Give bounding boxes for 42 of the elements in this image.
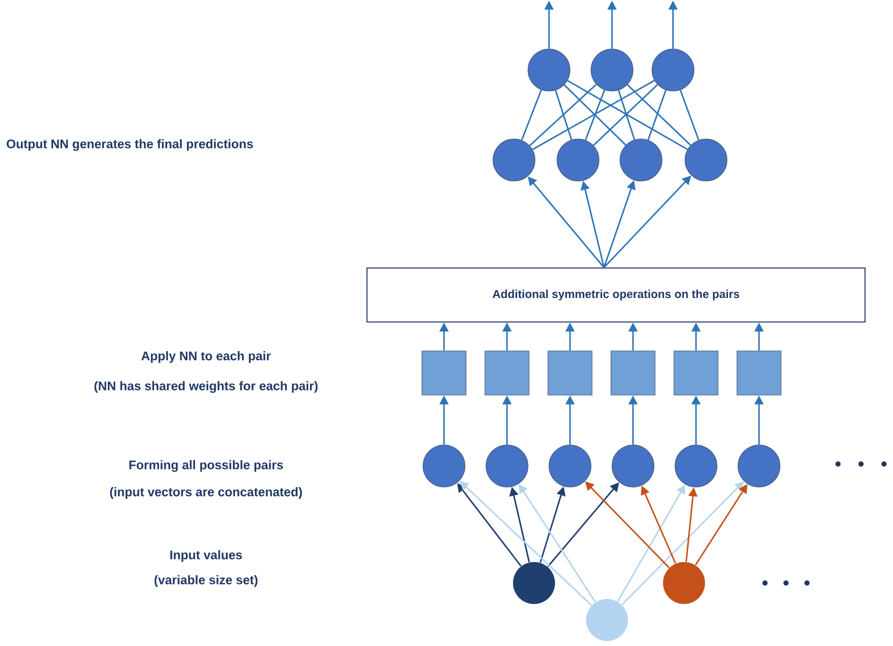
connection-line bbox=[521, 90, 542, 140]
connection-line bbox=[584, 90, 606, 140]
neuron-circle bbox=[548, 444, 592, 488]
neuron-circle bbox=[513, 562, 555, 604]
neuron-circle bbox=[620, 138, 662, 182]
connection-line bbox=[529, 84, 597, 146]
connection-line bbox=[564, 84, 626, 146]
neuron-circle bbox=[684, 138, 728, 182]
side-label: Output NN generates the final predictions bbox=[6, 139, 253, 151]
connection-line bbox=[567, 80, 688, 150]
side-label: Apply NN to each pair bbox=[141, 351, 271, 363]
side-label: (input vectors are concatenated) bbox=[110, 487, 302, 499]
side-label: Forming all possible pairs bbox=[129, 460, 283, 472]
network-square bbox=[548, 350, 592, 396]
side-label: (NN has shared weights for each pair) bbox=[94, 381, 318, 393]
connection-line bbox=[680, 90, 700, 140]
network-square bbox=[484, 350, 530, 396]
connection-line bbox=[554, 90, 572, 140]
neuron-circle bbox=[674, 444, 718, 488]
network-square bbox=[736, 350, 782, 396]
neuron-circle bbox=[492, 138, 536, 182]
neuron-circle bbox=[422, 444, 466, 488]
neuron-circle bbox=[663, 562, 705, 604]
side-label: (variable size set) bbox=[154, 575, 258, 587]
neuron-circle bbox=[556, 138, 600, 182]
connection-line bbox=[593, 84, 658, 146]
neuron-circle bbox=[738, 444, 780, 488]
network-square bbox=[422, 350, 466, 396]
connection-line bbox=[647, 90, 667, 140]
neuron-circle bbox=[586, 599, 628, 641]
neuron-circle bbox=[486, 444, 528, 488]
connection-line bbox=[626, 84, 692, 146]
side-label: Input values bbox=[170, 550, 242, 562]
operations-box: Additional symmetric operations on the pairs bbox=[366, 268, 866, 322]
network-square bbox=[674, 350, 718, 396]
neuron-circle bbox=[528, 48, 570, 92]
neuron-circle bbox=[612, 444, 654, 488]
neuron-circle bbox=[590, 48, 634, 92]
connection-line bbox=[532, 80, 655, 150]
network-square bbox=[610, 350, 656, 396]
connection-line bbox=[618, 90, 636, 140]
neuron-circle bbox=[652, 48, 694, 92]
